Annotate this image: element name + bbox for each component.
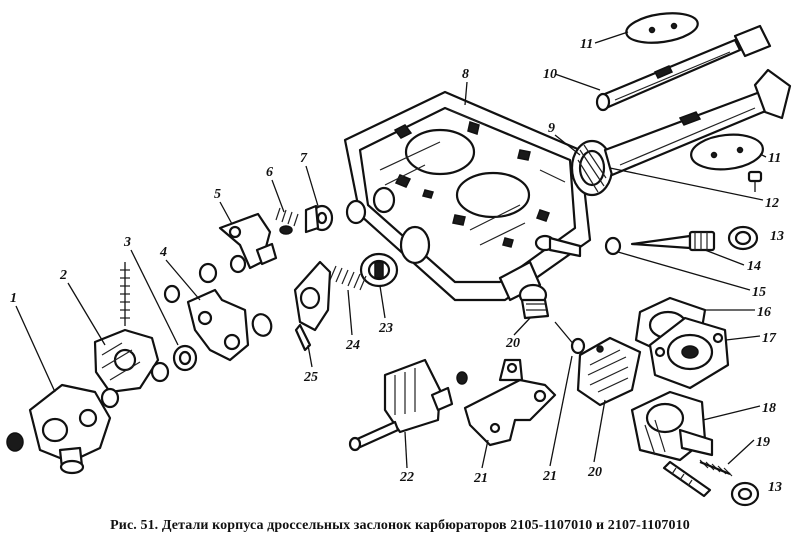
- lever-part-27: [293, 260, 332, 352]
- callout-18: 18: [762, 401, 776, 416]
- bracket-part-23: [463, 358, 557, 447]
- spring-part-6: [275, 207, 299, 235]
- callout-4: 4: [159, 245, 167, 260]
- callout-8: 8: [462, 67, 469, 82]
- callout-5: 5: [214, 187, 221, 202]
- callout-24: 22: [399, 470, 414, 485]
- spring-part-19: [699, 459, 733, 477]
- screw-switch: [348, 420, 400, 452]
- valve-housing-part-18: [630, 390, 714, 462]
- callout-15: 15: [752, 285, 766, 300]
- adjusting-screw-part-14: [630, 230, 716, 252]
- lever-part-5: [218, 212, 278, 270]
- lever-part-2: [93, 328, 170, 394]
- callout-3: 3: [123, 235, 131, 250]
- callout-17: 17: [762, 331, 777, 346]
- ring-part-15: [604, 236, 622, 256]
- lever-part-1: [28, 383, 112, 475]
- washer-d: [163, 284, 181, 304]
- callout-13-upper: 13: [770, 229, 784, 244]
- washer-a: [345, 199, 367, 225]
- spring-holder-part-25: [359, 252, 399, 288]
- callout-11-upper: 11: [580, 37, 593, 52]
- washer-e: [100, 387, 120, 409]
- callout-19: 19: [756, 435, 770, 450]
- spring-part-26: [329, 265, 367, 291]
- nut: [6, 432, 24, 452]
- rod-part-21: [554, 321, 586, 355]
- throttle-valve-disc-lower-part-11: [690, 133, 764, 171]
- callout-23: 21: [473, 471, 488, 486]
- throttle-shaft-part-9: [570, 68, 792, 197]
- washer-5: [229, 254, 247, 274]
- screw-part-12: [747, 170, 763, 192]
- callout-10: 10: [543, 67, 557, 82]
- callout-6: 6: [266, 165, 273, 180]
- figure-caption: Рис. 51. Детали корпуса дроссельных засл…: [110, 518, 690, 533]
- return-spring: [120, 262, 130, 326]
- callout-22: 20: [505, 336, 520, 351]
- microswitch-part-24: [383, 358, 468, 434]
- callout-7: 7: [300, 151, 308, 166]
- callout-2: 2: [59, 268, 67, 283]
- washer-b: [372, 186, 396, 214]
- diaphragm-part-20: [576, 336, 642, 407]
- diaphragm-cover-part-17: [648, 316, 730, 390]
- callout-13-lower: 13: [768, 480, 782, 495]
- screw-housing: [662, 460, 712, 498]
- callout-1: 1: [10, 291, 17, 306]
- callout-25: 23: [378, 321, 393, 336]
- washer-c: [198, 262, 218, 284]
- bushing-part-7: [304, 204, 334, 234]
- callout-12: 12: [765, 196, 779, 211]
- callout-27: 25: [303, 370, 318, 385]
- plug-upper-part-13: [727, 225, 759, 251]
- bushing-part-3: [172, 344, 198, 372]
- washer-27: [251, 313, 273, 337]
- callout-16: 16: [757, 305, 771, 320]
- throttle-shaft-part-10: [595, 24, 772, 112]
- plug-lower-part-13: [730, 481, 760, 507]
- callout-14: 14: [747, 259, 761, 274]
- callout-20-visible: 20: [587, 465, 602, 480]
- callout-21-visible: 21: [542, 469, 557, 484]
- fitting-part-22: [518, 283, 550, 320]
- lever-part-4: [186, 288, 250, 362]
- callout-11-lower: 11: [768, 151, 781, 166]
- throttle-body-part-8: [343, 90, 592, 302]
- callout-26: 24: [345, 338, 360, 353]
- callout-9: 9: [548, 121, 555, 136]
- throttle-valve-disc-upper-part-11: [625, 12, 699, 44]
